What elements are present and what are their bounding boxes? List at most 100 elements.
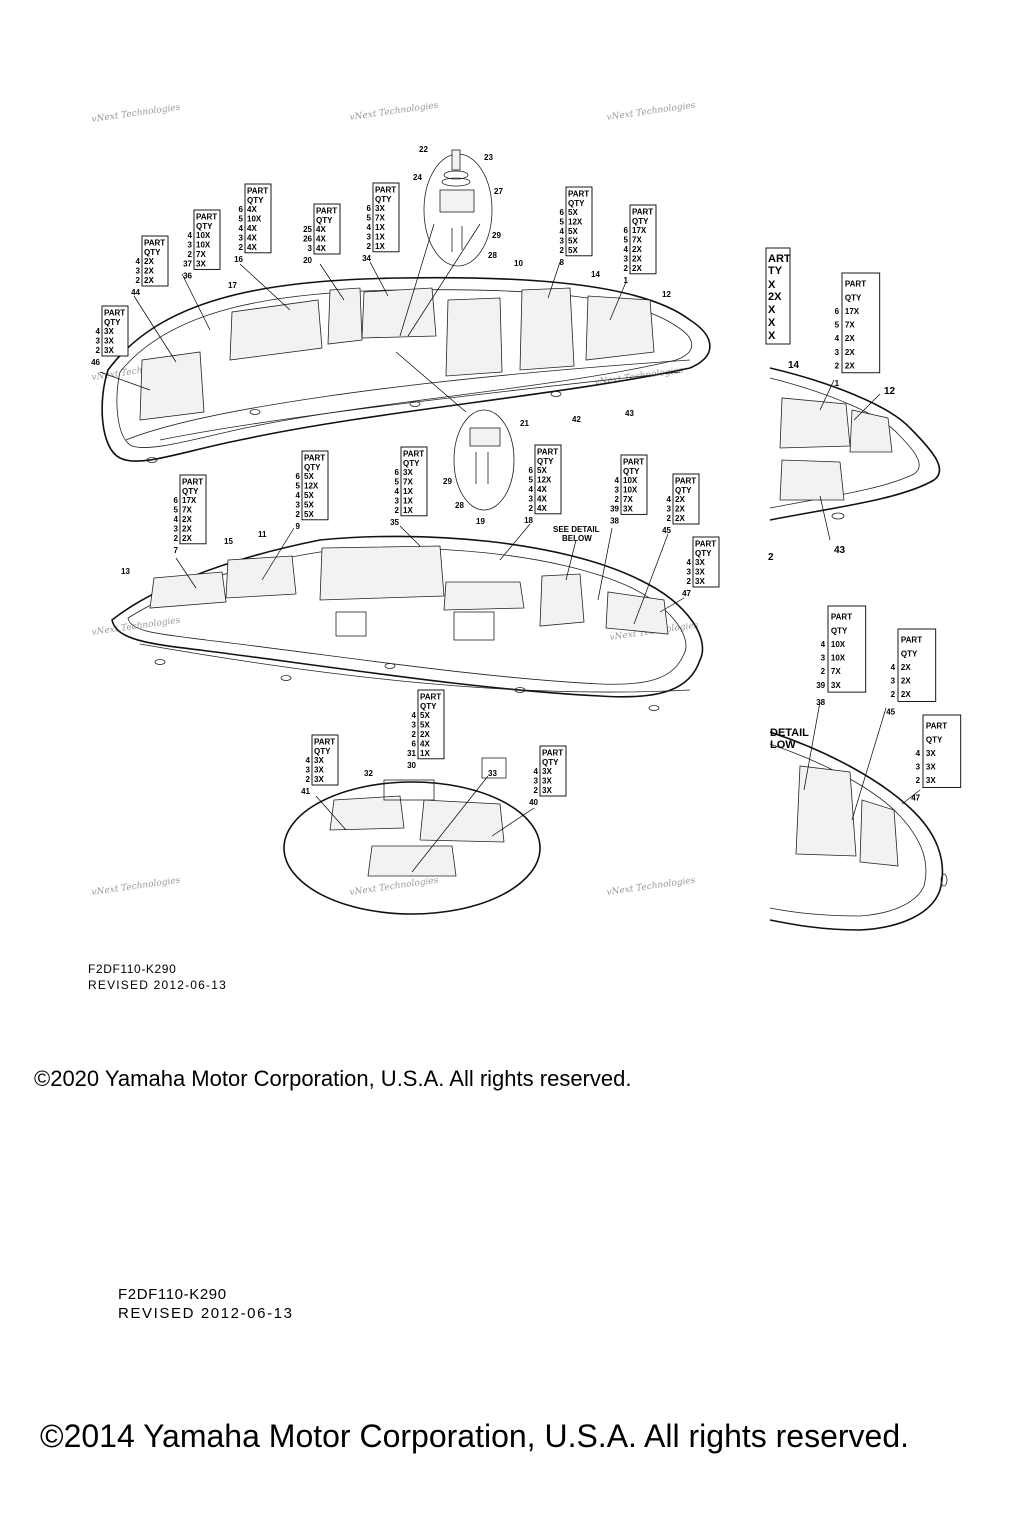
table-part-number: 26 bbox=[303, 235, 312, 244]
table-quantity: 2X bbox=[845, 361, 855, 370]
table-part-number: 3 bbox=[395, 496, 400, 505]
table-header-part: PART bbox=[831, 613, 852, 622]
table-quantity: 7X bbox=[845, 321, 855, 330]
table-ref-number: 38 bbox=[816, 698, 825, 707]
part-callout: 43 bbox=[834, 545, 846, 556]
table-quantity: 2X bbox=[845, 334, 855, 343]
right-cropped-views bbox=[769, 367, 948, 931]
table-ref-number: 34 bbox=[362, 254, 371, 263]
table-ref-number: 38 bbox=[610, 516, 619, 525]
table-quantity: 1X bbox=[375, 232, 385, 241]
table-header-part: PART bbox=[675, 476, 696, 485]
table-header-part: PART bbox=[632, 207, 653, 216]
table-quantity: 3X bbox=[196, 259, 206, 268]
table-quantity: 5X bbox=[568, 236, 578, 245]
part-callout: 10 bbox=[514, 259, 523, 268]
part-callout: 13 bbox=[121, 567, 130, 576]
table-part-number: 4 bbox=[615, 476, 620, 485]
table-quantity: 3X bbox=[623, 504, 633, 513]
part-callout: 23 bbox=[484, 153, 493, 162]
table-part-number: 6 bbox=[412, 739, 417, 748]
table-quantity: 4X bbox=[537, 504, 547, 513]
table-quantity: 10X bbox=[247, 215, 262, 224]
table-part-number: 5 bbox=[174, 506, 179, 515]
table-header-qty: QTY bbox=[375, 195, 392, 204]
table-quantity: 5X bbox=[420, 721, 430, 730]
table-header-qty: QTY bbox=[304, 463, 321, 472]
table-quantity: 3X bbox=[542, 767, 552, 776]
table-quantity: 10X bbox=[196, 241, 211, 250]
table-part-number: 2 bbox=[174, 534, 179, 543]
table-quantity: 2X bbox=[144, 276, 154, 285]
table-header-qty: QTY bbox=[695, 549, 712, 558]
table-quantity: 5X bbox=[420, 711, 430, 720]
table-quantity: 1X bbox=[403, 496, 413, 505]
table-quantity: 5X bbox=[304, 472, 314, 481]
table-quantity: 2X bbox=[144, 267, 154, 276]
table-quantity: 12X bbox=[568, 218, 583, 227]
table-ref-number: 8 bbox=[560, 258, 565, 267]
table-quantity: 4X bbox=[537, 494, 547, 503]
table-quantity: 3X bbox=[695, 558, 705, 567]
table-quantity: 7X bbox=[375, 214, 385, 223]
watermark: vNext Technologies bbox=[91, 103, 181, 125]
table-part-number: 3 bbox=[136, 267, 141, 276]
table-quantity: 17X bbox=[845, 307, 860, 316]
table-part-number: 3 bbox=[534, 777, 539, 786]
table-part-number: 4 bbox=[534, 767, 539, 776]
table-quantity: 3X bbox=[831, 681, 841, 690]
table-part-number: 2 bbox=[821, 667, 826, 676]
table-header-qty: QTY bbox=[104, 318, 121, 327]
leader-lines bbox=[99, 261, 921, 837]
table-quantity: 5X bbox=[537, 466, 547, 475]
table-quantity: 3X bbox=[695, 568, 705, 577]
table-quantity: 4X bbox=[316, 225, 326, 234]
table-part-number: 3 bbox=[296, 500, 301, 509]
table-header-qty: QTY bbox=[845, 293, 862, 302]
table-quantity: 2X bbox=[632, 264, 642, 273]
table-part-number: 6 bbox=[296, 472, 301, 481]
table-part-number: 3 bbox=[308, 244, 313, 253]
part-callout: 28 bbox=[488, 251, 497, 260]
table-part-number: 2 bbox=[412, 730, 417, 739]
table-ref-number: 45 bbox=[662, 526, 671, 535]
parts-diagram: vNext Technologies vNext Technologies vN… bbox=[91, 101, 962, 931]
table-part-number: 6 bbox=[367, 204, 372, 213]
table-quantity: 4X bbox=[247, 205, 257, 214]
part-callouts: 22 23 24 27 29 28 10 14 17 12 42 43 21 2… bbox=[121, 145, 896, 778]
table-part-number: 4 bbox=[239, 224, 244, 233]
table-quantity: 10X bbox=[831, 640, 846, 649]
table-header-part: PART bbox=[845, 280, 866, 289]
table-part-number: 3 bbox=[916, 763, 921, 772]
table-part-number: 4 bbox=[560, 227, 565, 236]
part-callout: 29 bbox=[443, 477, 452, 486]
table-header-qty: QTY bbox=[831, 626, 848, 635]
table-quantity: 4X bbox=[537, 485, 547, 494]
table-quantity: 7X bbox=[182, 506, 192, 515]
watermark: vNext Technologies bbox=[606, 101, 696, 123]
table-part-number: 2 bbox=[916, 776, 921, 785]
table-part-number: 5 bbox=[835, 321, 840, 330]
table-part-number: 2 bbox=[136, 276, 141, 285]
partial-table-cell: X bbox=[768, 304, 776, 316]
table-part-number: 25 bbox=[303, 225, 312, 234]
table-part-number: 3 bbox=[96, 337, 101, 346]
table-part-number: 3 bbox=[188, 241, 193, 250]
diagram-code: F2DF110-K290 bbox=[118, 1286, 227, 1303]
watermark: vNext Technologies bbox=[349, 876, 439, 898]
table-part-number: 6 bbox=[239, 205, 244, 214]
table-quantity: 2X bbox=[632, 245, 642, 254]
part-callout: 42 bbox=[572, 415, 581, 424]
table-ref-number: 40 bbox=[529, 798, 538, 807]
table-quantity: 2X bbox=[901, 677, 911, 686]
table-part-number: 6 bbox=[529, 466, 534, 475]
